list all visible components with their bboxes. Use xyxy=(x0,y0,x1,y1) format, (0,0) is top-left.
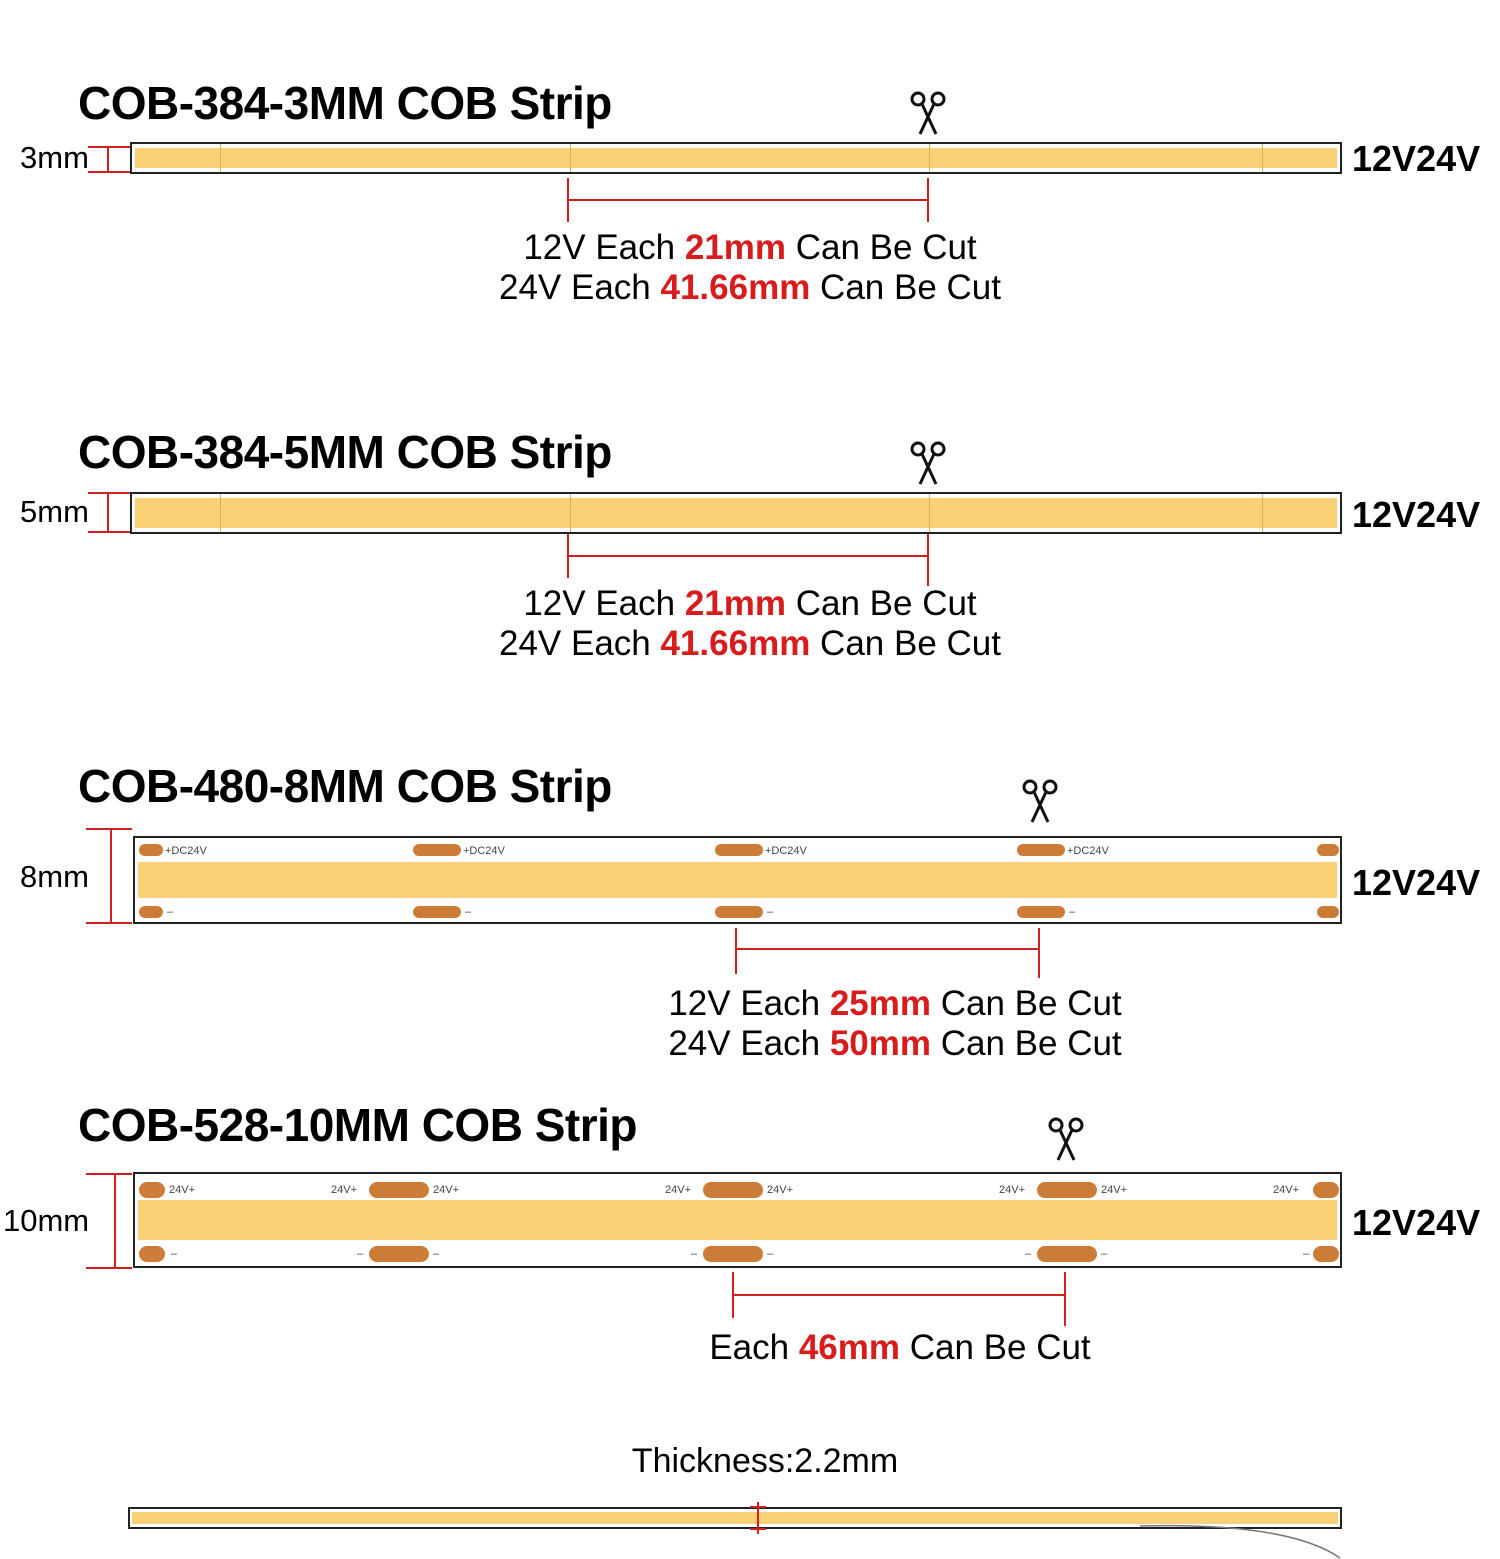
pad-label: 24V+ xyxy=(433,1184,459,1196)
solder-pad xyxy=(139,1246,165,1262)
pad-label: 24V+ xyxy=(1101,1184,1127,1196)
solder-pad xyxy=(1017,844,1065,856)
width-bracket-top xyxy=(86,1173,132,1175)
pad-label: – xyxy=(1101,1248,1108,1260)
thickness-marker xyxy=(757,1502,759,1534)
solder-pad xyxy=(1017,906,1065,918)
pad-label: +DC24V xyxy=(463,845,505,857)
strip-3-cut-line-1: 12V Each 25mm Can Be Cut xyxy=(668,984,1122,1023)
width-bracket-top xyxy=(88,492,130,494)
pad-label: – xyxy=(767,906,774,918)
strip-3-cut-line-2: 24V Each 50mm Can Be Cut xyxy=(668,1024,1122,1063)
strip-curl xyxy=(1139,1524,1341,1559)
solder-pad xyxy=(413,844,461,856)
scissors-icon xyxy=(908,90,948,136)
strip-1-title: COB-384-3MM COB Strip xyxy=(78,77,612,129)
cut-bracket-left xyxy=(735,928,737,974)
solder-pad xyxy=(715,844,763,856)
strip-2-voltage: 12V24V xyxy=(1352,494,1481,535)
width-bracket-bottom xyxy=(88,171,130,173)
thickness-label: Thickness:2.2mm xyxy=(631,1442,899,1480)
cut-bracket-right xyxy=(927,178,929,222)
width-bracket-bottom xyxy=(86,922,132,924)
strip-4-cut-line-1: Each 46mm Can Be Cut xyxy=(709,1328,1091,1367)
strip-4-body: 24V+ 24V+ 24V+ 24V+ 24V+ 24V+ 24V+ 24V+ … xyxy=(133,1172,1342,1268)
solder-pad xyxy=(139,1182,165,1198)
solder-pad xyxy=(369,1182,429,1198)
width-bracket-top xyxy=(86,828,132,830)
strip-2-cut-line-2: 24V Each 41.66mm Can Be Cut xyxy=(499,624,1001,663)
width-bracket-side xyxy=(107,492,109,532)
scissors-icon xyxy=(1020,778,1060,824)
pad-label: 24V+ xyxy=(1273,1184,1299,1196)
pad-label: +DC24V xyxy=(765,845,807,857)
pad-label: – xyxy=(1025,1248,1032,1260)
solder-pad xyxy=(139,906,163,918)
cut-bracket-span xyxy=(567,555,929,557)
scissors-icon xyxy=(1046,1116,1086,1162)
width-bracket-side xyxy=(110,828,112,924)
pad-label: 24V+ xyxy=(999,1184,1025,1196)
pad-label: – xyxy=(767,1248,774,1260)
cut-bracket-right xyxy=(1038,928,1040,978)
cut-bracket-right xyxy=(927,534,929,586)
pad-label: +DC24V xyxy=(165,845,207,857)
pad-label: – xyxy=(1303,1248,1310,1260)
thickness-strip xyxy=(128,1507,1342,1529)
solder-pad xyxy=(413,906,461,918)
strip-4-title: COB-528-10MM COB Strip xyxy=(78,1099,637,1151)
strip-2-title: COB-384-5MM COB Strip xyxy=(78,426,612,478)
solder-pad xyxy=(1313,1182,1339,1198)
cut-bracket-right xyxy=(1064,1272,1066,1326)
strip-1-width-label: 3mm xyxy=(20,140,89,175)
width-bracket-side xyxy=(114,1173,116,1269)
pad-label: – xyxy=(167,906,174,918)
width-bracket-side xyxy=(107,146,109,172)
thickness-marker-bottom xyxy=(750,1528,766,1530)
strip-3-title: COB-480-8MM COB Strip xyxy=(78,760,612,812)
thickness-marker-top xyxy=(750,1506,766,1508)
strip-2-cut-line-1: 12V Each 21mm Can Be Cut xyxy=(523,584,977,623)
pad-label: 24V+ xyxy=(767,1184,793,1196)
pad-label: – xyxy=(433,1248,440,1260)
solder-pad xyxy=(1037,1246,1097,1262)
solder-pad xyxy=(1317,906,1339,918)
solder-pad xyxy=(703,1182,763,1198)
strip-3-body: +DC24V +DC24V +DC24V +DC24V – – – – xyxy=(133,836,1342,924)
cut-bracket-span xyxy=(735,948,1040,950)
width-bracket-top xyxy=(88,146,130,148)
pad-label: 24V+ xyxy=(169,1184,195,1196)
strip-1-cut-line-1: 12V Each 21mm Can Be Cut xyxy=(523,228,977,267)
solder-pad xyxy=(703,1246,763,1262)
width-bracket-bottom xyxy=(86,1267,132,1269)
cut-bracket-span xyxy=(567,199,929,201)
width-bracket-bottom xyxy=(88,531,130,533)
solder-pad xyxy=(1317,844,1339,856)
strip-4-width-label: 10mm xyxy=(3,1203,90,1238)
pad-label: +DC24V xyxy=(1067,845,1109,857)
pad-label: – xyxy=(691,1248,698,1260)
strip-1-body xyxy=(130,142,1342,174)
strip-3-width-label: 8mm xyxy=(20,859,89,894)
pad-label: – xyxy=(357,1248,364,1260)
solder-pad xyxy=(369,1246,429,1262)
cut-bracket-span xyxy=(732,1294,1066,1296)
scissors-icon xyxy=(908,440,948,486)
strip-4-voltage: 12V24V xyxy=(1352,1202,1481,1243)
solder-pad xyxy=(715,906,763,918)
strip-2-width-label: 5mm xyxy=(20,494,89,529)
pad-label: – xyxy=(1069,906,1076,918)
strip-1-cut-line-2: 24V Each 41.66mm Can Be Cut xyxy=(499,268,1001,307)
strip-3-voltage: 12V24V xyxy=(1352,862,1481,903)
pad-label: 24V+ xyxy=(331,1184,357,1196)
strip-2-body xyxy=(130,492,1342,534)
solder-pad xyxy=(139,844,163,856)
pad-label: 24V+ xyxy=(665,1184,691,1196)
solder-pad xyxy=(1037,1182,1097,1198)
solder-pad xyxy=(1313,1246,1339,1262)
pad-label: – xyxy=(465,906,472,918)
pad-label: – xyxy=(171,1248,178,1260)
strip-1-voltage: 12V24V xyxy=(1352,138,1481,179)
